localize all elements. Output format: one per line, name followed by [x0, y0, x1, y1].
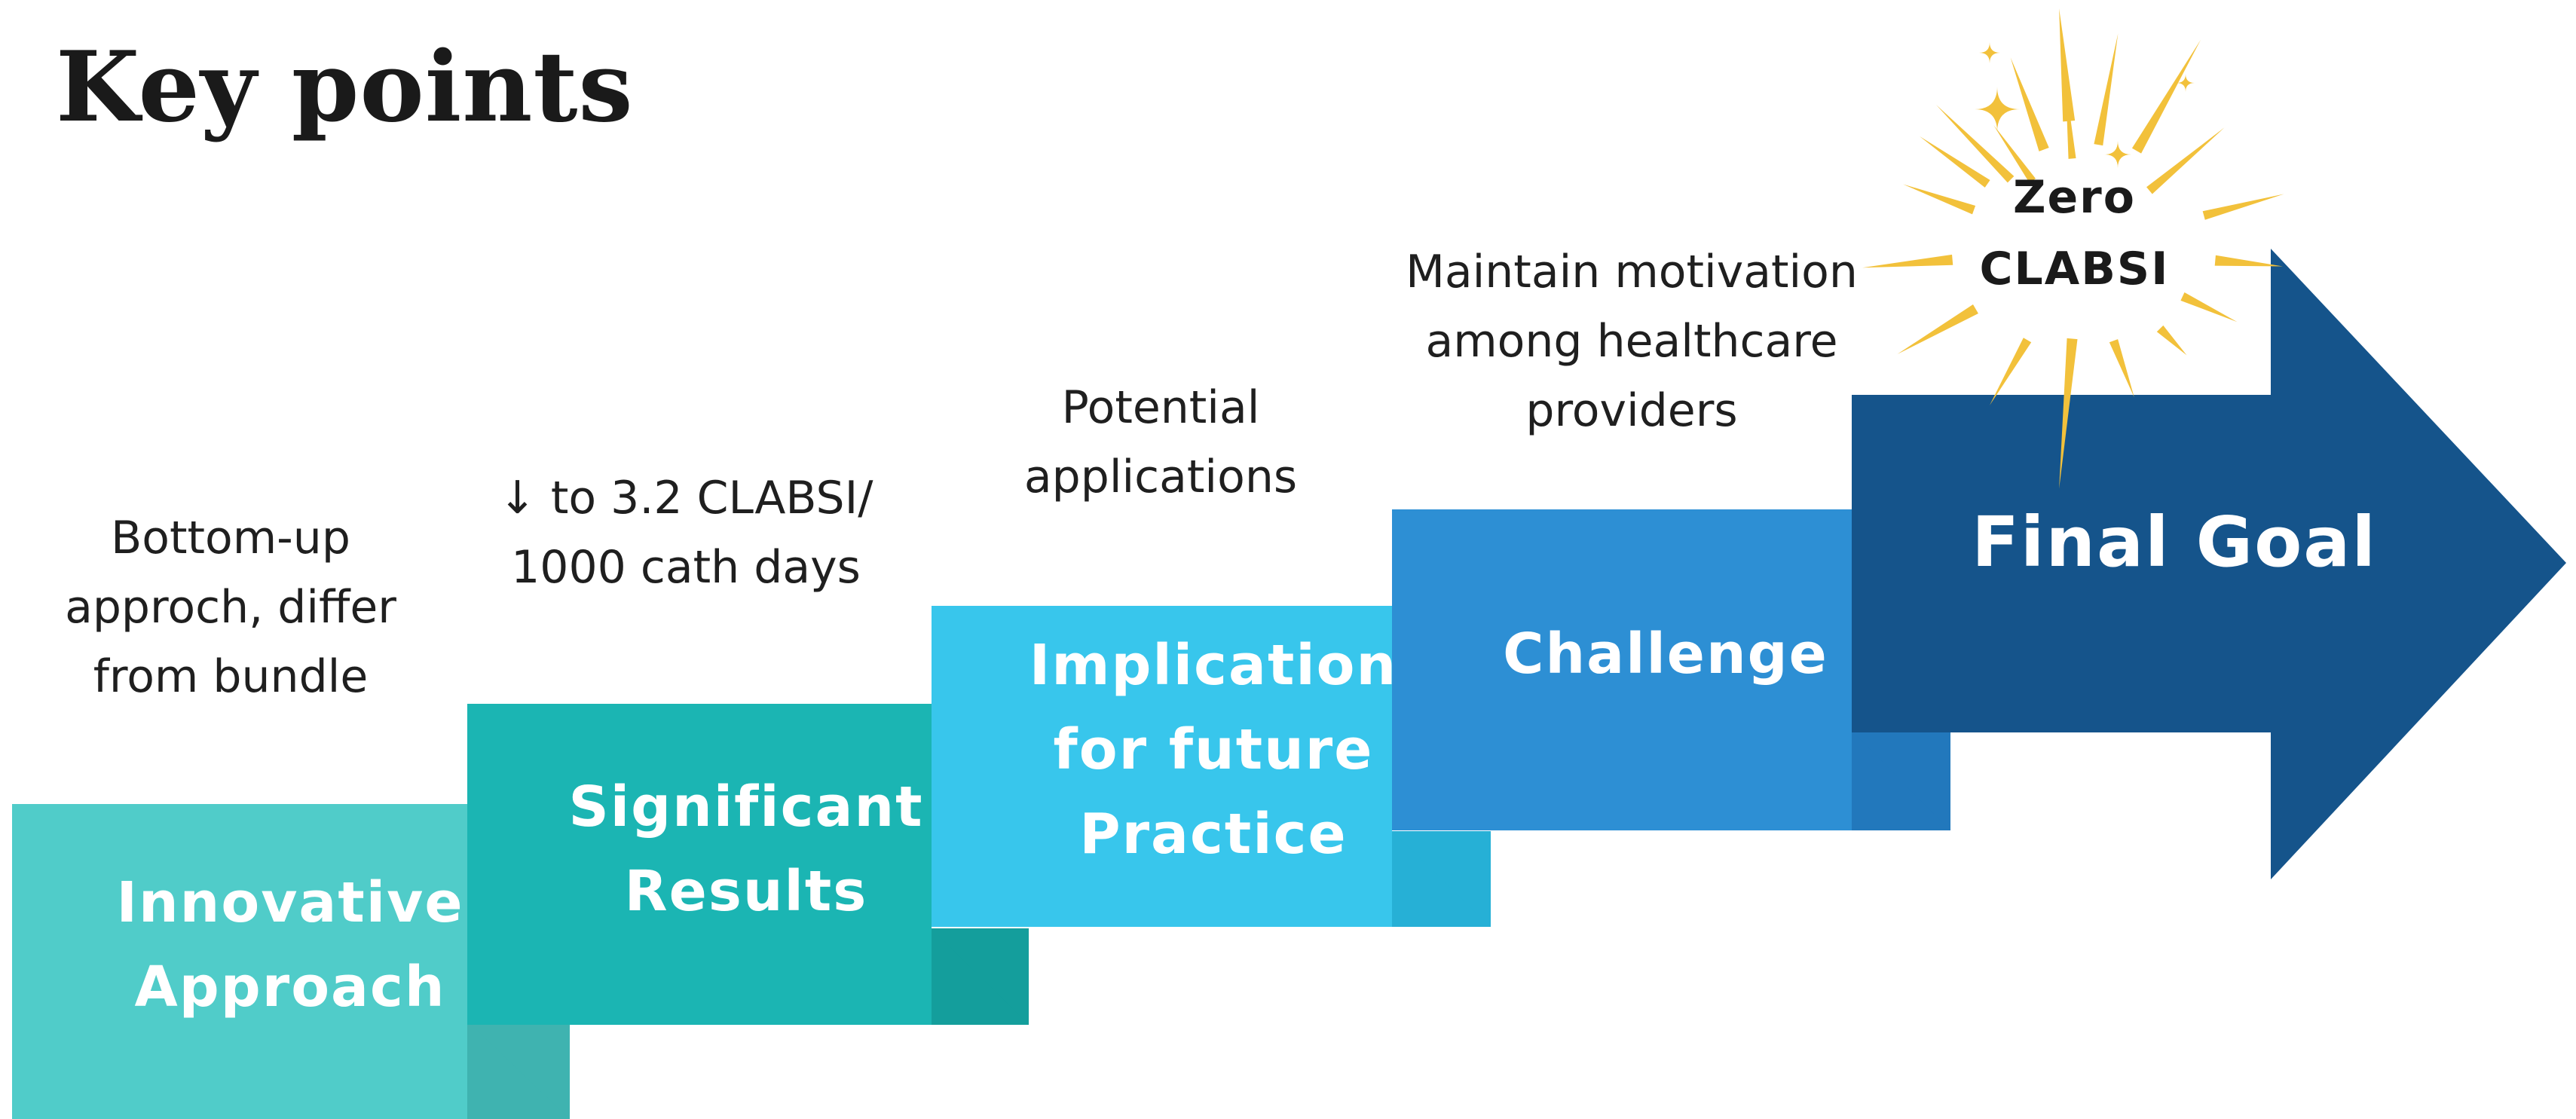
step-label-innovative-approach: Innovative Approach [116, 870, 464, 1020]
sparkle-ray [2059, 8, 2076, 122]
step-label-implication: Implication for future Practice [1029, 633, 1398, 867]
sparkle-ray [2214, 255, 2283, 267]
sparkle-ray [1990, 338, 2032, 405]
sparkle-star-icon [1975, 87, 2020, 132]
note-significant-results: ↓ to 3.2 CLABSI/ 1000 cath days [498, 472, 873, 594]
step-implication-shape [932, 606, 1491, 927]
step-2-block [467, 704, 932, 1025]
sparkle-ray [2094, 33, 2119, 146]
note-innovative-approach: Bottom-up approch, differ from bundle [65, 512, 396, 703]
sparkle-ray [2180, 292, 2238, 323]
sparkle-ray [1993, 125, 2036, 183]
step-significant-results-shape [467, 704, 1029, 1025]
sparkle-ray [2065, 83, 2076, 159]
sparkle-ray [2059, 338, 2078, 489]
final-goal-label: Final Goal [1972, 502, 2377, 582]
sparkle-ray [1903, 184, 1976, 215]
step-1-fold-shadow [467, 1021, 570, 1119]
sparkle-ray [2156, 325, 2187, 356]
sparkle-ray [1862, 254, 1953, 268]
step-2-fold-shadow [932, 928, 1029, 1025]
sparkle-ray [2146, 127, 2225, 194]
sparkle-ray [2010, 57, 2049, 151]
goal-note-zero-clabsi: Zero CLABSI [1979, 171, 2170, 295]
sparkle-ray [1936, 105, 2015, 183]
final-goal-arrow [1852, 249, 2566, 879]
step-1-block [12, 804, 467, 1119]
sparkle-ray [1920, 136, 1990, 188]
sparkle-ray [1897, 304, 1978, 354]
sparkle-burst-icon [1862, 8, 2284, 489]
sparkle-star-icon [2104, 141, 2131, 168]
step-innovative-approach-shape [12, 804, 570, 1119]
sparkle-star-icon [1979, 42, 2000, 63]
sparkle-ray [2202, 194, 2284, 220]
step-3-fold-shadow [1392, 831, 1491, 927]
step-3-block [932, 606, 1392, 927]
note-implication: Potential applications [1023, 381, 1298, 503]
sparkle-star-icon [2177, 74, 2195, 92]
step-challenge-shape [1392, 509, 1950, 830]
sparkle-ray [2109, 339, 2134, 398]
step-label-significant-results: Significant Results [568, 775, 924, 924]
note-challenge: Maintain motivation among healthcare pro… [1406, 246, 1858, 437]
step-label-challenge: Challenge [1503, 622, 1828, 686]
step-4-block [1392, 509, 1852, 830]
sparkle-ray [2131, 39, 2201, 154]
step-4-fold-shadow [1852, 731, 1950, 830]
page-title: Key points [56, 31, 634, 144]
